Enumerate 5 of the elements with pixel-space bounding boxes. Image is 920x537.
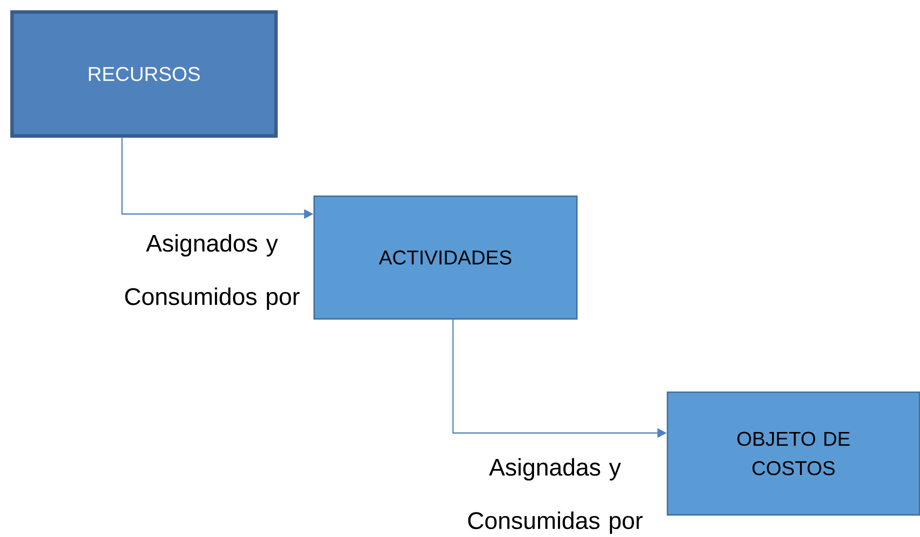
edge-label: Asignadas y Consumidas por — [468, 458, 643, 534]
process-box: ACTIVIDADES — [313, 195, 578, 320]
edge-label: Asignados y Consumidos por — [125, 234, 300, 310]
process-box: RECURSOS — [10, 10, 278, 138]
process-box: OBJETO DE COSTOS — [666, 391, 920, 516]
